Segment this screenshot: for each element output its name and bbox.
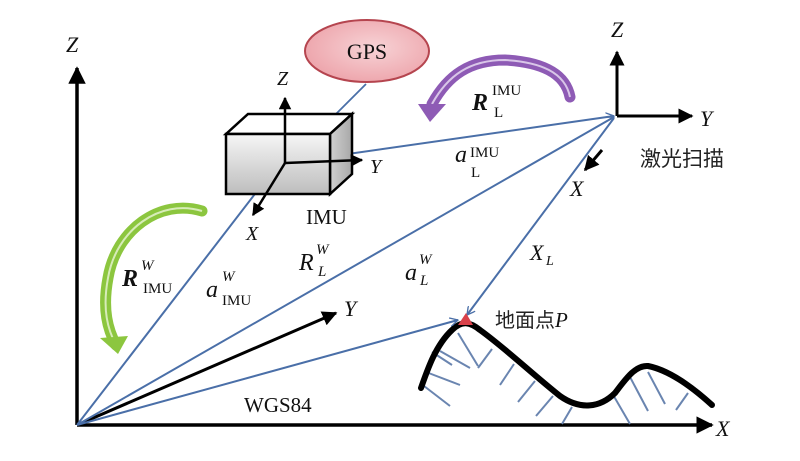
world-z-label: Z	[66, 32, 79, 57]
world-frame: Z X Y WGS84	[66, 32, 731, 441]
a-imu-w-sub: IMU	[222, 293, 251, 309]
gps-antenna: GPS	[304, 19, 430, 83]
a-l-imu-base: a	[455, 142, 467, 168]
laser-x-axis	[583, 149, 604, 172]
a-l-w-sub: L	[419, 273, 428, 289]
laser-z-label: Z	[611, 17, 624, 42]
r-l-imu-sub: L	[494, 105, 503, 121]
laser-scanner-frame: Z Y X 激光扫描	[569, 17, 724, 201]
imu-y-label: Y	[370, 156, 383, 178]
laser-scanner-name: 激光扫描	[640, 147, 724, 171]
terrain-profile	[418, 320, 715, 409]
a-l-w-base: a	[405, 260, 417, 286]
imu-z-label: Z	[277, 68, 289, 90]
ground-point: 地面点 P	[458, 308, 568, 332]
rotation-arrow-imu-w-head	[100, 336, 128, 354]
imu-y-axis	[284, 154, 364, 167]
vector-r-l-w	[76, 116, 614, 426]
vector-a-l-w	[76, 320, 458, 426]
rotation-arrow-l-imu-head	[418, 104, 446, 122]
world-y-label: Y	[344, 296, 359, 321]
r-l-w-base: R	[298, 250, 314, 276]
gps-ellipse	[304, 19, 430, 83]
r-l-w-sub: L	[317, 264, 326, 280]
r-l-imu-base: R	[471, 90, 488, 116]
r-imu-w-sub: IMU	[143, 281, 172, 297]
rotation-r-imu-w: R W IMU	[100, 202, 208, 354]
x-l-base: X	[529, 240, 545, 265]
a-imu-w-base: a	[206, 277, 218, 303]
x-l-sub: L	[545, 254, 554, 269]
terrain-hatching	[423, 332, 689, 425]
gps-label: GPS	[347, 39, 387, 64]
ground-point-symbol: P	[554, 308, 568, 332]
ground-point-marker	[458, 313, 473, 325]
vector-labels: a W IMU R W L a W L a IMU L X L	[206, 142, 554, 309]
ground-point-label: 地面点	[495, 308, 555, 332]
a-l-imu-sub: L	[471, 165, 480, 181]
r-imu-w-sup: W	[141, 258, 155, 274]
r-imu-w-base: R	[121, 266, 138, 292]
vectors	[76, 83, 615, 426]
rotation-arrow-l-imu-inner	[431, 58, 571, 105]
rotation-r-l-imu: R IMU L	[418, 54, 576, 122]
imu-x-label: X	[245, 223, 259, 245]
laser-y-label: Y	[700, 106, 715, 131]
vector-x-l	[467, 117, 615, 315]
terrain	[418, 320, 715, 425]
world-frame-name: WGS84	[244, 393, 312, 417]
vector-a-imu-w	[76, 164, 278, 426]
a-l-imu-sup: IMU	[470, 145, 499, 161]
rotation-arrow-imu-w-inner	[104, 207, 203, 346]
imu-name: IMU	[306, 205, 347, 229]
r-l-w-sup: W	[316, 242, 330, 258]
world-y-axis	[76, 311, 338, 427]
imu-x-axis	[251, 162, 287, 217]
laser-x-label: X	[569, 176, 585, 201]
r-l-imu-sup: IMU	[492, 83, 521, 99]
a-l-w-sup: W	[419, 252, 433, 268]
imu-box-front	[224, 132, 332, 196]
imu-unit: Z Y X IMU	[222, 68, 383, 245]
world-x-label: X	[715, 416, 731, 441]
a-imu-w-sup: W	[222, 269, 236, 285]
